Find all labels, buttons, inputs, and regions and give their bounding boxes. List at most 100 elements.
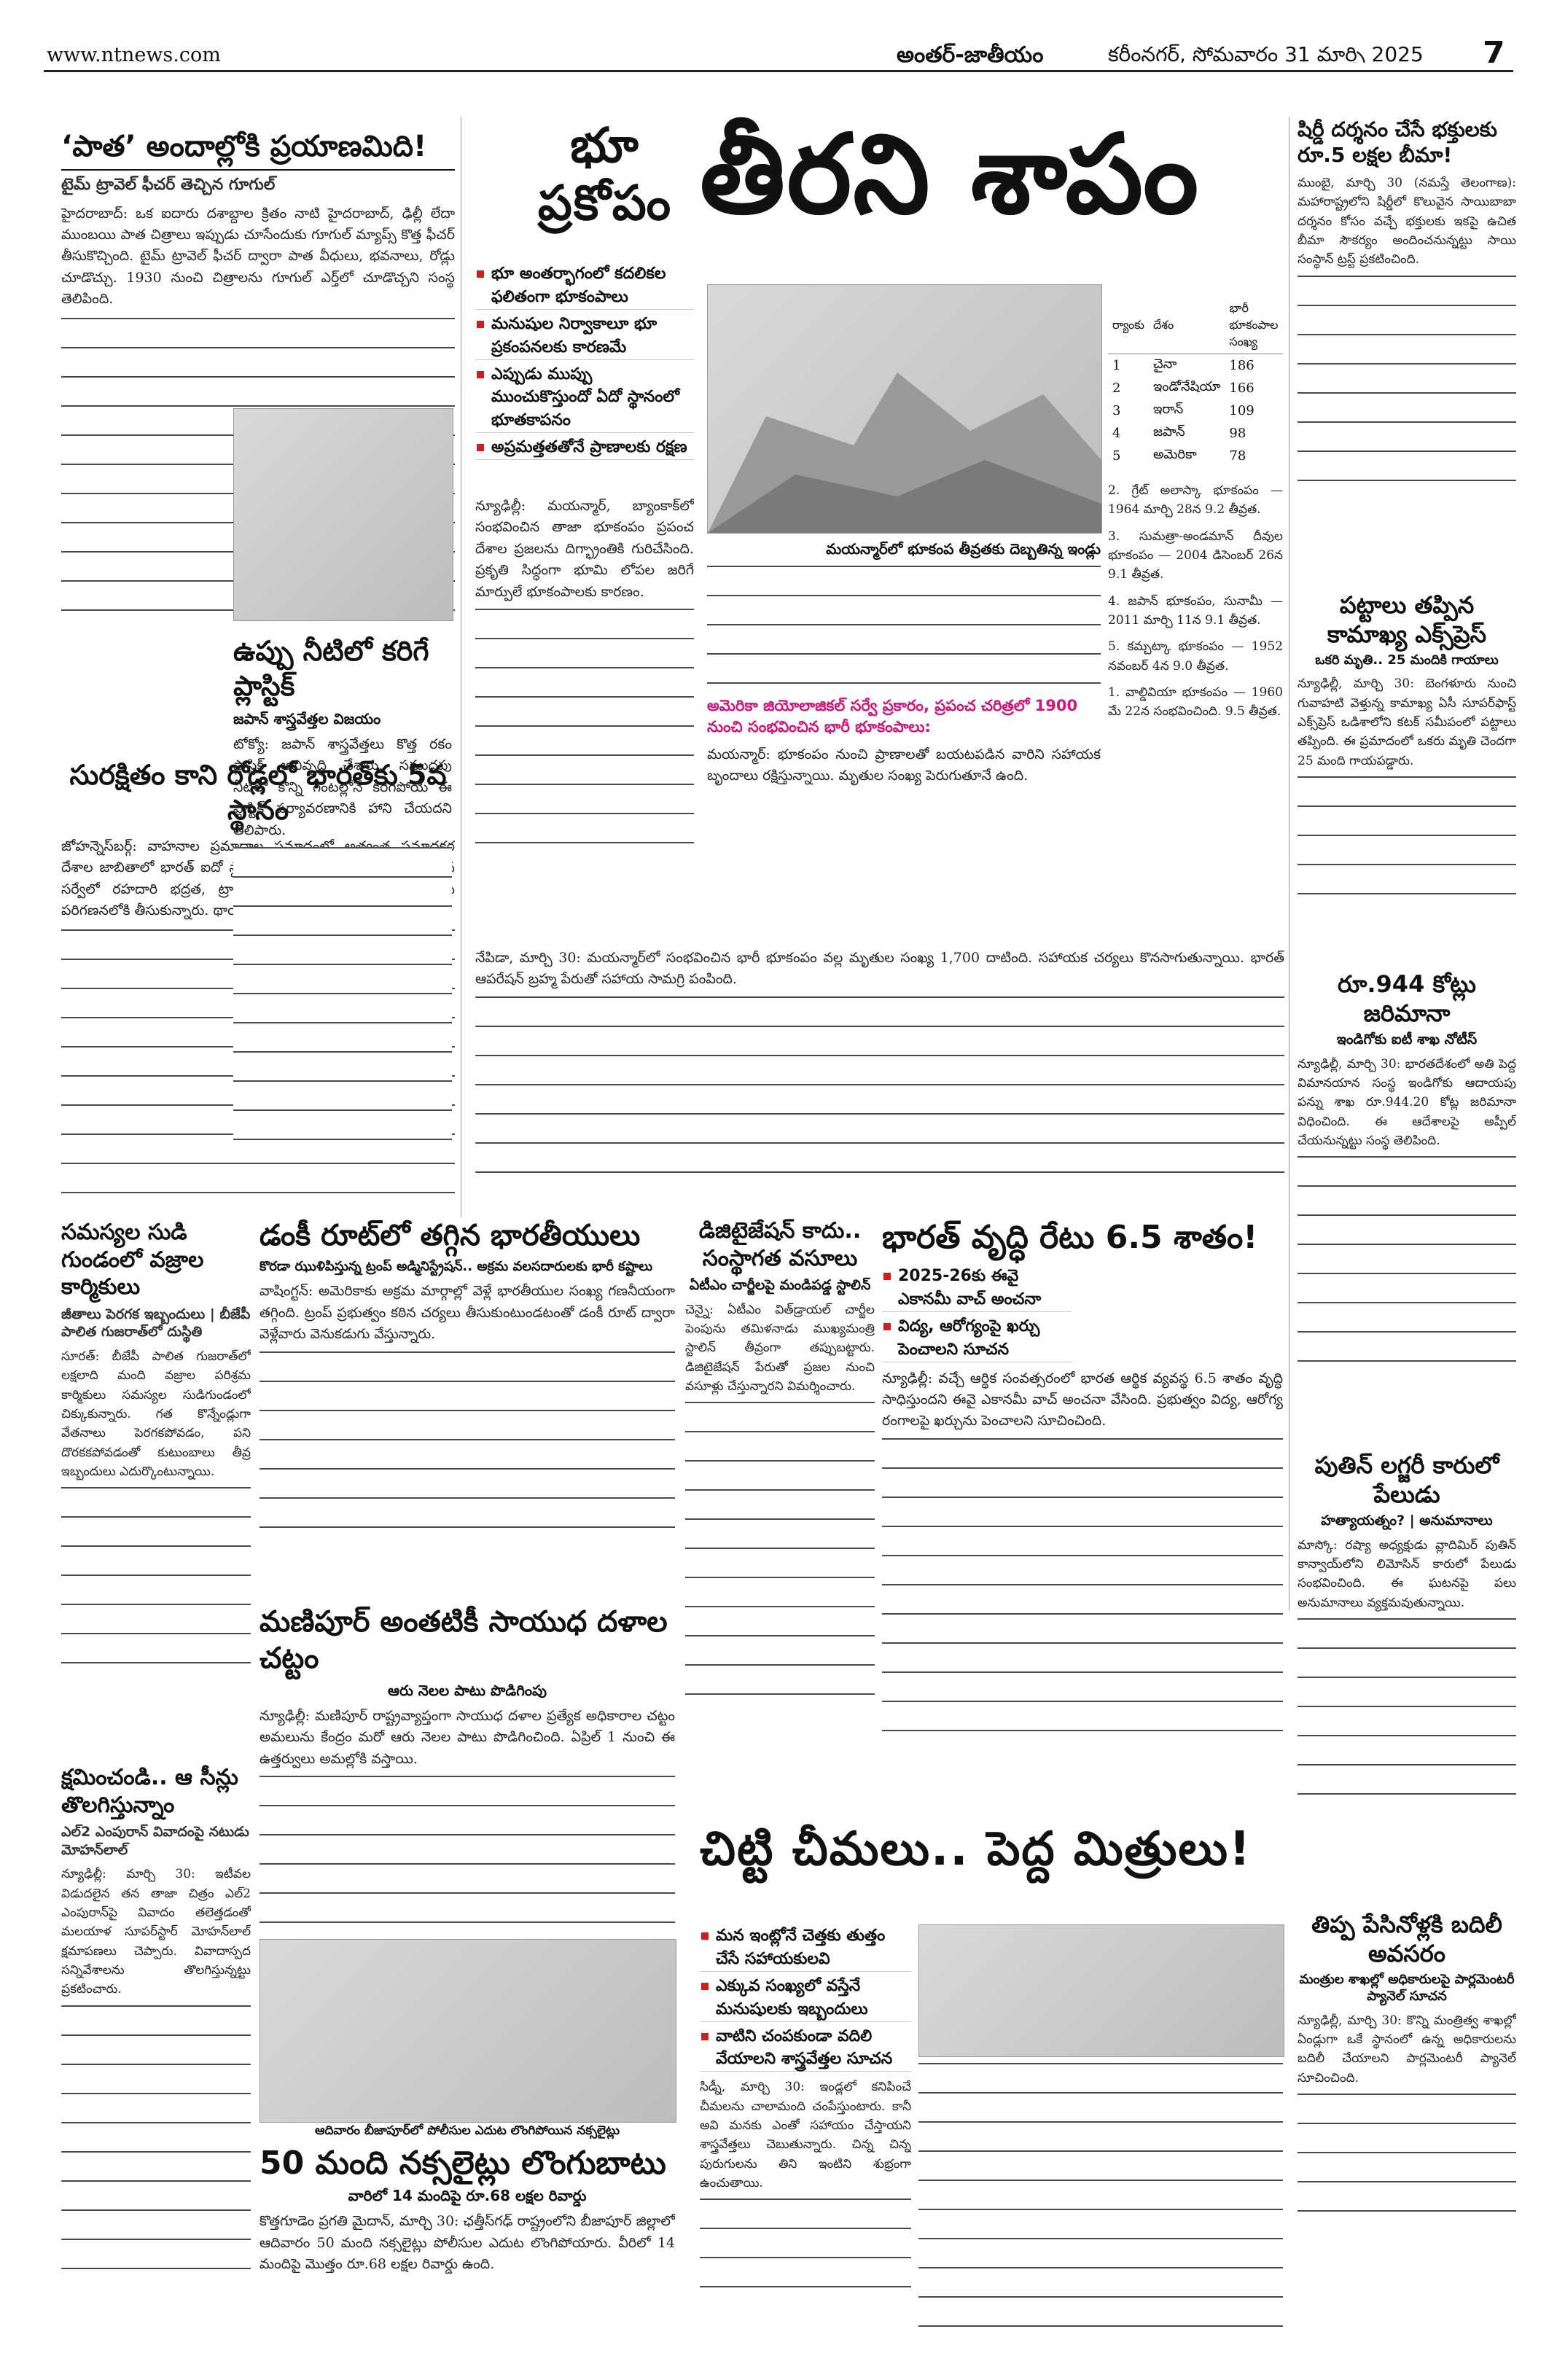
table-cell: 166	[1229, 381, 1254, 396]
table-cell: 2	[1112, 381, 1121, 396]
headline: చిట్టి చీమలు.. పెద్ద మిత్రులు!	[700, 1822, 1252, 1876]
table-cell: 186	[1229, 358, 1254, 373]
table-cell: 4	[1112, 426, 1121, 441]
story-atm-charges: డిజిటైజేషన్‌ కాదు.. సంస్థాగత వసూలు ఏటీఎం…	[685, 1217, 875, 1815]
quake-photo	[707, 284, 1102, 534]
article-text-block	[475, 996, 1284, 1193]
story-photo	[233, 408, 453, 621]
article-text-block	[685, 1402, 875, 1723]
headline: తిప్ప పేసినోళ్లకి బదిలీ అవసరం	[1311, 1911, 1502, 1967]
headline: డిజిటైజేషన్‌ కాదు.. సంస్థాగత వసూలు	[698, 1218, 862, 1271]
article-text-block	[260, 1776, 675, 1924]
bullet-item: మనుషుల నిర్వాకాలూ భూ ప్రకంపనలకు కారణమే	[475, 313, 694, 360]
table-cell: చైనా	[1152, 356, 1177, 372]
article-body: న్యూఢిల్లీ, మార్చి 30: భారతదేశంలో అతి పె…	[1298, 1056, 1516, 1149]
article-body: న్యూఢిల్లీ, మార్చి 30: కొన్ని మంత్రిత్వ …	[1298, 2013, 1516, 2086]
article-text-block	[1298, 1618, 1516, 1823]
issue-date: కరీంనగర్‌, సోమవారం 31 మార్చి 2025	[1108, 42, 1424, 63]
subheadline: టైమ్‌ ట్రావెల్‌ ఫీచర్‌ తెచ్చిన గూగుల్‌	[61, 176, 276, 194]
ants-continuation	[918, 2063, 1283, 2340]
table-cell: 78	[1229, 448, 1246, 464]
headline: భారత్‌ వృద్ధి రేటు 6.5 శాతం!	[882, 1219, 1258, 1256]
article-text-block	[700, 2198, 911, 2309]
subheadline: హత్యాయత్నం? | అనుమానాలు	[1321, 1513, 1493, 1529]
headline: పుతిన్‌ లగ్జరీ కారులో పేలుడు	[1314, 1451, 1499, 1508]
table-header: భారీ భూకంపాల సంఖ్య	[1225, 299, 1283, 354]
list-item: 3. సుమత్రా-అండమాన్‌ దీవుల భూకంపం — 2004 …	[1108, 528, 1283, 582]
article-body: సూరత్‌: బీజేపీ పాలిత గుజరాత్‌లో లక్షలాది…	[61, 1349, 251, 1479]
table-cell: జపాన్‌	[1152, 424, 1185, 440]
section-name: అంతర్‌-జాతీయం	[897, 42, 1044, 63]
quake-title-small: భూ ప్రకోపం	[537, 117, 673, 232]
table-row: 1 చైనా 186	[1108, 354, 1283, 378]
list-item: 2. గ్రేట్‌ అలాస్కా భూకంపం — 1964 మార్చి …	[1108, 483, 1283, 518]
ants-photo	[918, 1924, 1284, 2057]
story-shirdi: షిర్డీ దర్శనం చేసే భక్తులకు రూ.5 లక్షల బ…	[1298, 117, 1516, 583]
table-cell: ఇండోనేషియా	[1152, 379, 1221, 394]
article-body: నేపిడా, మార్చి 30: మయన్మార్‌లో సంభవించిన…	[475, 950, 1284, 988]
story-diamond-workers: సమస్యల సుడి గుండంలో వజ్రాల కార్మికులు జీ…	[61, 1219, 251, 1744]
headline: రూ.944 కోట్లు జరిమానా	[1338, 970, 1476, 1027]
story-donkey-route: డంకీ రూట్‌లో తగ్గిన భారతీయులు కొరడా ఝుళి…	[260, 1217, 675, 1596]
article-body: చెన్నై: ఏటీఎం విత్‌డ్రాయల్‌ చార్జీల పెంప…	[685, 1302, 875, 1394]
table-header: దేశం	[1148, 299, 1225, 354]
bullet-item: విద్య, ఆరోగ్యంపై ఖర్చు పెంచాలని సూచన	[882, 1315, 1072, 1362]
subheadline: ఇండిగోకు ఐటీ శాఖ నోటీస్‌	[1336, 1031, 1478, 1047]
rank-table: ర్యాంకు దేశం భారీ భూకంపాల సంఖ్య 1 చైనా 1…	[1108, 299, 1283, 467]
subheadline: మంత్రుల శాఖల్లో అధికారులపై పార్లమెంటరీ ప…	[1299, 1972, 1515, 2005]
header-rule	[44, 70, 1513, 72]
article-text-block	[260, 1351, 675, 1556]
ants-headline: చిట్టి చీమలు.. పెద్ద మిత్రులు!	[700, 1822, 1283, 1924]
article-body: న్యూఢిల్లీ, మార్చి 30: బెంగళూరు నుంచి గు…	[1298, 676, 1516, 768]
story-transfer: తిప్ప పేసినోళ్లకి బదిలీ అవసరం మంత్రుల శా…	[1298, 1910, 1516, 2340]
quake-kicker: భూ ప్రకోపం	[510, 117, 700, 262]
bullet-item: మన ఇంట్లోనే చెత్తకు తుత్తం చేసే సహాయకులవ…	[700, 1924, 911, 1972]
list-item: 1. వాల్డివియా భూకంపం — 1960 మే 22న సంభవి…	[1108, 685, 1283, 719]
bullet-item: భూ అంతర్భాగంలో కదలికల ఫలితంగా భూకంపాలు	[475, 262, 694, 310]
table-cell: 3	[1112, 403, 1121, 418]
story-plastic: ఉప్పు నీటిలో కరిగే ప్లాస్టిక్‌ జపాన్‌ శా…	[233, 634, 452, 1217]
table-row: 5 అమెరికా 78	[1108, 445, 1283, 467]
article-body: హైదరాబాద్‌: ఒక ఐదారు దశాబ్దాల క్రితం నాట…	[61, 205, 455, 308]
article-body: కొత్తగూడెం ప్రగతి మైదాన్‌, మార్చి 30: ఛత…	[260, 2213, 675, 2272]
quake-list: 2. గ్రేట్‌ అలాస్కా భూకంపం — 1964 మార్చి …	[1108, 481, 1283, 948]
headline: పట్టాలు తప్పిన కామాఖ్య ఎక్స్‌ప్రెస్‌	[1327, 591, 1487, 648]
subheadline: ఏటీఎం చార్జీలపై మండిపడ్డ స్టాలిన్‌	[689, 1277, 871, 1293]
article-body: న్యూఢిల్లీ: మయన్మార్‌, బ్యాంకాక్‌లో సంభవ…	[475, 498, 694, 600]
bullet-item: అప్రమత్తతతోనే ప్రాణాలకు రక్షణ	[475, 436, 694, 461]
headline: ఉప్పు నీటిలో కరిగే ప్లాస్టిక్‌	[233, 635, 429, 702]
naxal-photo	[260, 1939, 676, 2123]
bullet-item: 2025-26కు ఈవై ఎకానమీ వాచ్‌ అంచనా	[882, 1265, 1072, 1312]
table-cell: 1	[1112, 358, 1121, 373]
headline: షిర్డీ దర్శనం చేసే భక్తులకు రూ.5 లక్షల బ…	[1298, 117, 1497, 167]
article-body: వాషింగ్టన్‌: అమెరికాకు అక్రమ మార్గాల్లో …	[260, 1283, 675, 1343]
article-body: మాస్కో: రష్యా అధ్యక్షుడు వ్లాదిమిర్‌ పుత…	[1298, 1537, 1516, 1610]
subheadline: ఎల్‌2 ఎంపురాన్‌ వివాదంపై నటుడు మోహన్‌లాల…	[61, 1824, 249, 1858]
table-cell: 98	[1229, 426, 1246, 441]
story-mohanlal: క్షమించండి.. ఆ సీన్లు తొలగిస్తున్నాం ఎల్…	[61, 1764, 251, 2333]
table-header: ర్యాంకు	[1108, 299, 1149, 354]
site-url[interactable]: www.ntnews.com	[47, 44, 221, 63]
quake-highlights: భూ అంతర్భాగంలో కదలికల ఫలితంగా భూకంపాలు మ…	[475, 262, 694, 496]
quake-continuation: నేపిడా, మార్చి 30: మయన్మార్‌లో సంభవించిన…	[475, 948, 1284, 1210]
subheadline: వారిలో 14 మందిపై రూ.68 లక్షల రివార్డు	[348, 2187, 587, 2205]
bullet-item: ఎప్పుడు ముప్పు ముంచుకొస్తుందో ఏదో స్థానం…	[475, 363, 694, 434]
list-item: 5. కమ్చట్కా భూకంపం — 1952 నవంబర్‌ 4న 9.0…	[1108, 639, 1283, 674]
headline: డంకీ రూట్‌లో తగ్గిన భారతీయులు	[260, 1219, 641, 1252]
article-text-block	[233, 847, 452, 1161]
page-header: www.ntnews.com అంతర్‌-జాతీయం కరీంనగర్‌, …	[0, 0, 1557, 63]
table-cell: అమెరికా	[1152, 447, 1197, 462]
story-indigo: రూ.944 కోట్లు జరిమానా ఇండిగోకు ఐటీ శాఖ న…	[1298, 969, 1516, 1436]
story-putin: పుతిన్‌ లగ్జరీ కారులో పేలుడు హత్యాయత్నం?…	[1298, 1451, 1516, 1903]
list-item: 4. జపాన్‌ భూకంపం, సునామీ — 2011 మార్చి 1…	[1108, 593, 1283, 628]
bullet-item: ఎక్కువ సంఖ్యలో వస్తేనే మనుషులకు ఇబ్బందుల…	[700, 1975, 911, 2022]
page-number: 7	[1483, 35, 1505, 63]
story-manipur: మణిపూర్‌ అంతటికీ సాయుధ దళాల చట్టం ఆరు నె…	[260, 1604, 675, 1924]
quake-rank-table: ర్యాంకు దేశం భారీ భూకంపాల సంఖ్య 1 చైనా 1…	[1108, 299, 1283, 481]
table-row: 3 ఇరాన్‌ 109	[1108, 399, 1283, 422]
article-body: మయన్మార్‌: భూకంపం నుంచి ప్రాణాలతో బయటపడి…	[707, 746, 1101, 784]
bullet-item: వాటిని చంపకుండా వదిలి వేయాలని శాస్త్రవేత…	[700, 2025, 911, 2072]
headline: 50 మంది నక్సలైట్లు లొంగుబాటు	[260, 2145, 666, 2182]
headline: సురక్షితం కాని రోడ్లలో భారత్‌కు 5వ స్థాన…	[69, 759, 447, 826]
story-ants: మన ఇంట్లోనే చెత్తకు తుత్తం చేసే సహాయకులవ…	[700, 1924, 911, 2340]
